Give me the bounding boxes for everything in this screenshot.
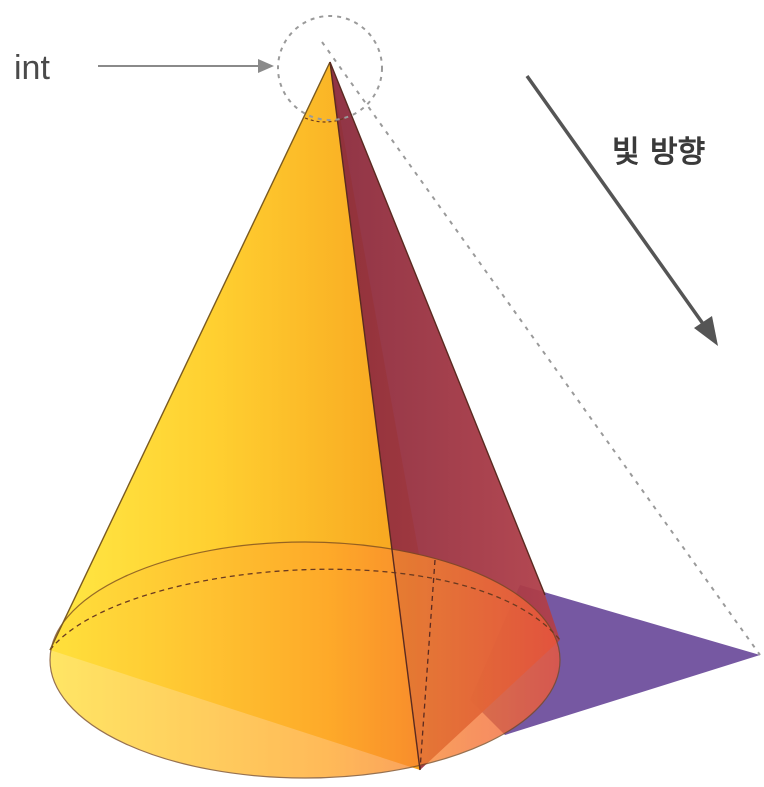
cone-edge-right — [329, 61, 546, 596]
tip-dashed-arc — [304, 117, 346, 123]
arrow-down-right-icon — [525, 74, 718, 346]
arrow-right-icon — [98, 59, 274, 73]
tip-highlight-circle — [277, 15, 383, 121]
light-direction-label: 빛 방향 — [612, 135, 705, 170]
cone-edge-left — [49, 61, 331, 651]
cone-edge-middle — [329, 61, 421, 771]
point-label: int — [14, 49, 50, 87]
cone-base — [49, 541, 561, 779]
hidden-base-edge — [49, 568, 561, 651]
hidden-edge-line — [419, 559, 436, 771]
